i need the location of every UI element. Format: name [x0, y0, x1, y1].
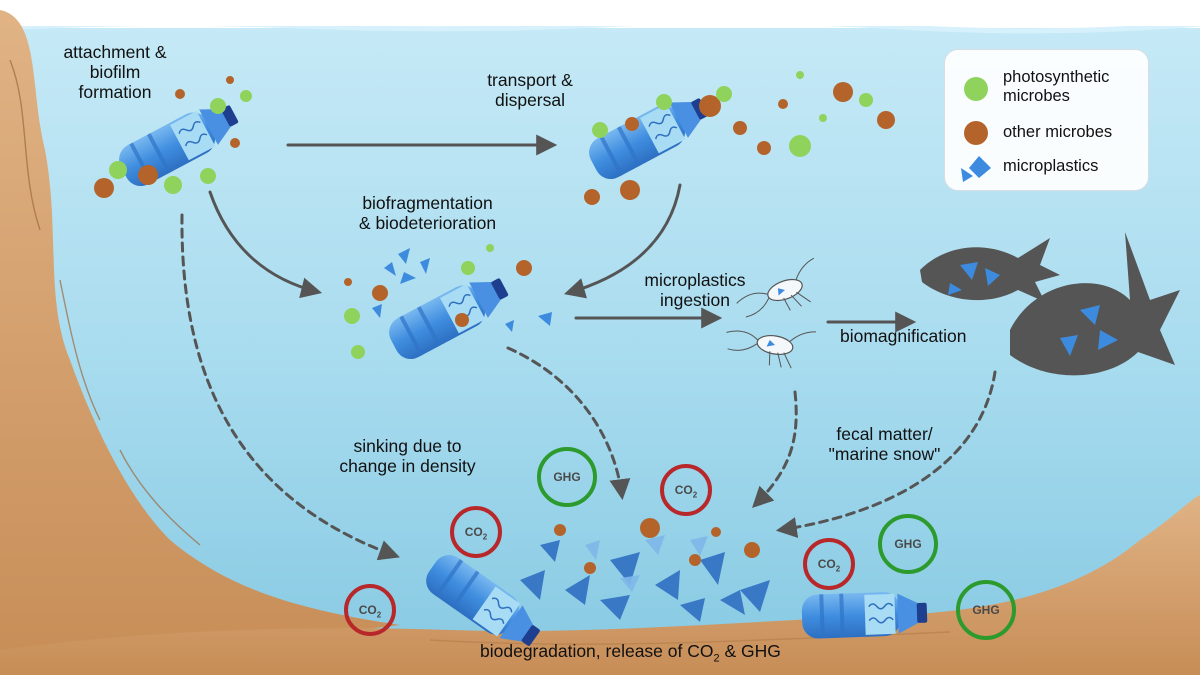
fish-icon — [1010, 232, 1180, 376]
legend-other-microbes: other microbes — [1003, 123, 1113, 141]
arrow-sinking — [180, 213, 400, 561]
label-biodegradation: biodegradation, release of CO2 & GHG — [480, 641, 781, 665]
legend-photosynthetic-line1: photosynthetic — [1003, 68, 1110, 86]
photosynthetic-microbe-icon — [964, 77, 988, 101]
arrow-fecal — [752, 390, 798, 508]
arrow-fragmentation — [208, 190, 323, 299]
gas-rings — [344, 447, 1016, 640]
label-sinking: sinking due to change in density — [339, 436, 476, 476]
arrow-to-fragments — [563, 183, 682, 299]
ghg-label: GHG — [553, 470, 581, 484]
arrow-fragments-sink — [506, 346, 631, 501]
legend-microplastics: microplastics — [1003, 157, 1099, 175]
label-ingestion: microplastics ingestion — [644, 270, 746, 310]
label-transport: transport & dispersal — [487, 70, 573, 110]
fish-icon — [920, 238, 1060, 302]
microplastic-fragment-icon — [372, 248, 552, 332]
sediment-fragment-pile — [520, 518, 770, 622]
ghg-label: GHG — [894, 537, 922, 551]
co2-label: CO2 — [674, 483, 698, 500]
label-fecal-matter: fecal matter/ "marine snow" — [828, 424, 941, 464]
legend-photosynthetic-line2: microbes — [1003, 87, 1070, 105]
microplastic-icon — [961, 156, 991, 182]
other-microbe-icon — [964, 121, 988, 145]
ghg-label: GHG — [972, 603, 1000, 617]
legend: photosynthetic microbes other microbes m… — [944, 49, 1149, 191]
co2-label: CO2 — [464, 525, 488, 542]
co2-label: CO2 — [817, 557, 841, 574]
left-cliff — [0, 10, 400, 675]
arrow-fish-sink — [775, 370, 997, 538]
microbe-icon — [94, 71, 895, 359]
co2-label: CO2 — [358, 603, 382, 620]
label-biomagnification: biomagnification — [840, 326, 967, 346]
label-biofragmentation: biofragmentation & biodeterioration — [358, 193, 497, 233]
label-attachment: attachment & biofilm formation — [63, 42, 167, 102]
